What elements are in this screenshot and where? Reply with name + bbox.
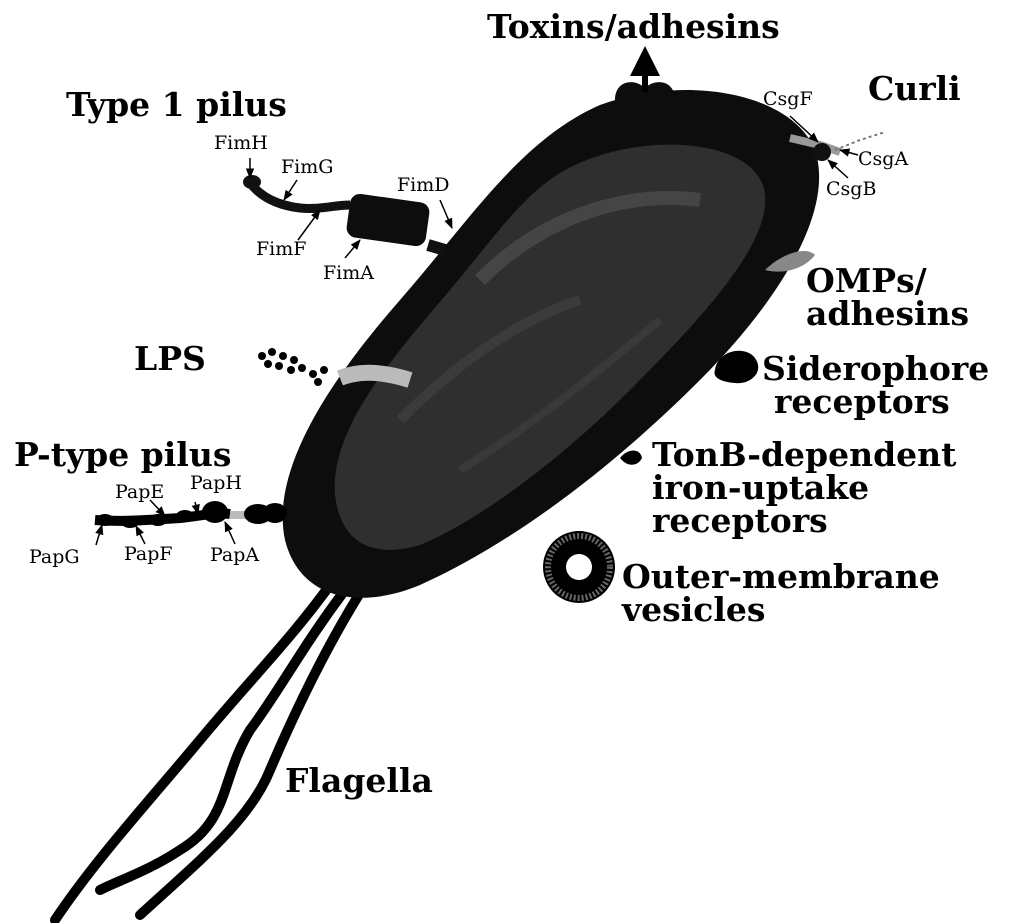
ptype-pilus <box>95 501 287 528</box>
label-omv-line2: vesicles <box>622 593 940 626</box>
label-ptype-pilus: P-type pilus <box>14 438 231 471</box>
label-siderophore-line1: Siderophore <box>762 352 989 385</box>
label-fimf: FimF <box>256 240 306 259</box>
label-csga: CsgA <box>858 150 908 169</box>
label-fimg: FimG <box>281 158 333 177</box>
toxin-secretion <box>615 52 675 100</box>
label-outer-membrane-vesicles: Outer-membrane vesicles <box>622 560 940 626</box>
tonb-receptor <box>620 451 642 465</box>
label-omps-line1: OMPs/ <box>806 264 969 297</box>
label-siderophore-receptors: Siderophore receptors <box>762 352 989 418</box>
label-tonb-line1: TonB-dependent <box>652 438 956 471</box>
label-csgb: CsgB <box>826 180 876 199</box>
label-papf: PapF <box>124 545 173 564</box>
label-omps-adhesins: OMPs/ adhesins <box>806 264 969 330</box>
flagella <box>55 585 365 920</box>
label-omps-line2: adhesins <box>806 297 969 330</box>
label-tonb-line2: iron-uptake <box>652 471 956 504</box>
label-csgf: CsgF <box>763 90 813 109</box>
label-omv-line1: Outer-membrane <box>622 560 940 593</box>
label-flagella: Flagella <box>285 764 433 797</box>
label-fimh: FimH <box>214 134 268 153</box>
label-lps: LPS <box>134 342 206 375</box>
label-toxins-adhesins: Toxins/adhesins <box>487 10 780 43</box>
label-siderophore-line2: receptors <box>774 385 989 418</box>
label-pape: PapE <box>115 483 164 502</box>
label-fima: FimA <box>323 264 374 283</box>
label-papg: PapG <box>29 548 80 567</box>
label-fimd: FimD <box>397 176 450 195</box>
label-curli: Curli <box>868 72 961 105</box>
outer-membrane-vesicle <box>543 531 615 603</box>
label-papa: PapA <box>210 546 259 565</box>
label-tonb-line3: receptors <box>652 504 956 537</box>
label-type1-pilus: Type 1 pilus <box>66 88 287 121</box>
label-paph: PapH <box>190 474 242 493</box>
label-tonb-receptors: TonB-dependent iron-uptake receptors <box>652 438 956 537</box>
